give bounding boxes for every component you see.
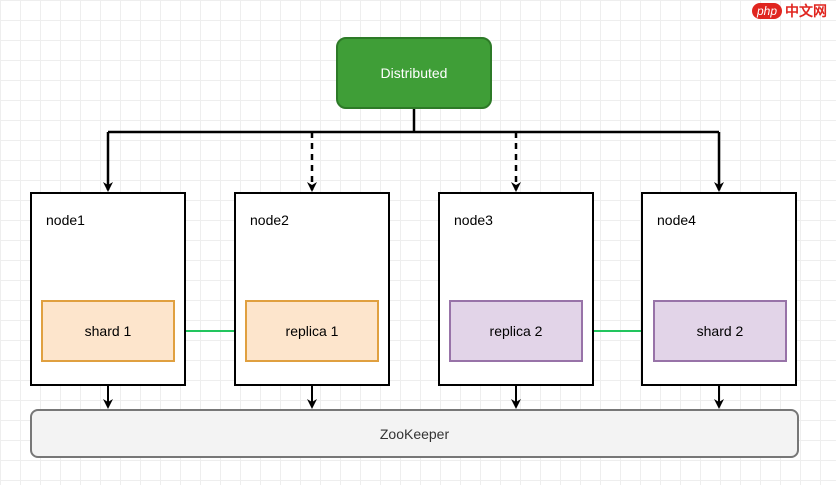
node2-label: node2 — [250, 212, 289, 228]
watermark-logo: php 中文网 — [752, 0, 836, 22]
shard1-box[interactable]: shard 1 — [41, 300, 175, 362]
node1-label: node1 — [46, 212, 85, 228]
zookeeper-box[interactable]: ZooKeeper — [30, 409, 799, 458]
replica1-box[interactable]: replica 1 — [245, 300, 379, 362]
distributed-table-box[interactable]: Distributed — [336, 37, 492, 109]
replica2-box[interactable]: replica 2 — [449, 300, 583, 362]
node4-label: node4 — [657, 212, 696, 228]
watermark-badge: php — [752, 3, 783, 19]
node3-label: node3 — [454, 212, 493, 228]
shard2-box[interactable]: shard 2 — [653, 300, 787, 362]
watermark-text: 中文网 — [785, 3, 828, 19]
